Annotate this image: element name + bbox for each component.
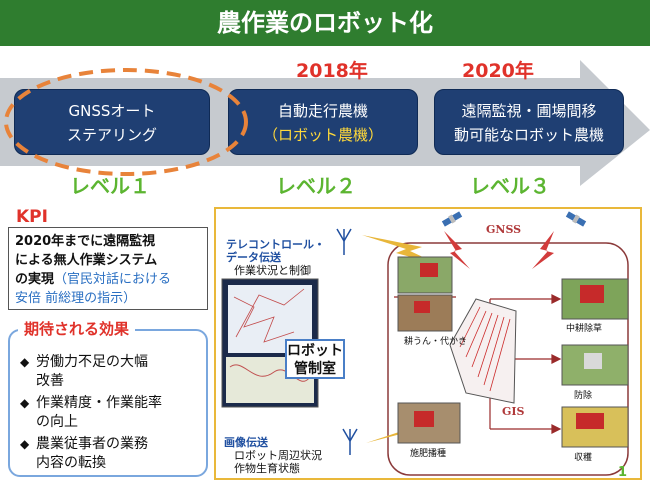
kpi-note2: 安倍 前総理の指示） — [15, 291, 137, 306]
effect-text: 作業精度・作業能率 — [36, 395, 162, 411]
level1-highlight-oval — [4, 68, 248, 176]
page-title: 農作業のロボット化 — [0, 0, 650, 46]
level3-line2: 動可能なロボット農機 — [453, 126, 604, 144]
kpi-line2: による無人作業システム — [15, 253, 158, 268]
level3-box: 遠隔監視・圃場間移 動可能なロボット農機 — [434, 89, 624, 155]
sprayer-icon — [584, 353, 602, 369]
level2-line1: 自動走行農機 — [277, 102, 368, 120]
satellite-icon — [441, 211, 463, 227]
level1-line2: ステアリング — [66, 126, 157, 144]
year-2018: 2018年 — [296, 60, 368, 82]
map-route-line — [229, 364, 311, 382]
kpi-label: KPI — [16, 207, 48, 227]
tele-desc: 作業状況と制御 — [234, 264, 311, 277]
gnss-signal-bolt-icon — [444, 231, 470, 269]
effect-text: 農業従事者の業務 — [36, 436, 148, 452]
tele-title1: テレコントロール・ — [226, 238, 325, 251]
diamond-bullet-icon: ◆ — [20, 396, 30, 410]
kpi-line1: 2020年までに遠隔監視 — [15, 234, 156, 249]
level2-label: レベル２ — [276, 174, 356, 198]
image-desc1: ロボット周辺状況 — [234, 449, 322, 462]
task-harvest: 収穫 — [574, 453, 593, 463]
kpi-line3-row: の実現（官民対話における — [15, 270, 201, 289]
year-2020: 2020年 — [462, 60, 534, 82]
level1-line1: GNSSオート — [68, 102, 156, 120]
harvester-icon — [576, 413, 604, 429]
gis-label: GIS — [502, 405, 525, 418]
tractor-icon — [414, 301, 430, 313]
effect-text: 改善 — [36, 373, 64, 389]
level1-label: レベル１ — [70, 174, 150, 198]
level2-box: 自動走行農機 （ロボット農機） — [228, 89, 418, 155]
gnss-signal-bolt-icon — [532, 231, 554, 269]
tele-title2: データ伝送 — [226, 251, 281, 264]
level3-label: レベル３ — [470, 174, 550, 198]
robot-control-room-label: ロボット 管制室 — [285, 339, 345, 379]
effect-text: の向上 — [36, 414, 78, 430]
level2-line2: （ロボット農機） — [262, 126, 383, 144]
effect-item: ◆ 労働力不足の大幅改善 — [20, 353, 198, 391]
effect-text: 労働力不足の大幅 — [36, 354, 148, 370]
effect-text: 内容の転換 — [36, 455, 106, 471]
kpi-note1: （官民対話における — [54, 272, 172, 287]
tractor-icon — [414, 411, 434, 427]
effects-box: ◆ 労働力不足の大幅改善 ◆ 作業精度・作業能率の向上 ◆ 農業従事者の業務内容… — [8, 329, 208, 477]
task-seeding: 施肥播種 — [410, 449, 447, 459]
satellite-icon — [565, 211, 587, 227]
robot-label-line1: ロボット — [287, 343, 343, 359]
effects-title: 期待される効果 — [18, 318, 136, 339]
task-spraying: 防除 — [574, 391, 593, 401]
field-map — [449, 298, 517, 404]
page-number: 1 — [618, 465, 628, 480]
diamond-bullet-icon: ◆ — [20, 355, 30, 369]
level3-line1: 遠隔監視・圃場間移 — [461, 102, 597, 120]
robot-label-line2: 管制室 — [294, 361, 336, 377]
effect-item: ◆ 農業従事者の業務内容の転換 — [20, 435, 198, 473]
antenna-icon-bottom — [342, 428, 358, 455]
effect-item: ◆ 作業精度・作業能率の向上 — [20, 394, 198, 432]
task-weeding: 中耕除草 — [566, 324, 603, 334]
gnss-label: GNSS — [486, 223, 522, 236]
map-plot-graphic — [233, 288, 305, 343]
image-title: 画像伝送 — [224, 436, 268, 449]
level1-box: GNSSオート ステアリング — [14, 89, 210, 155]
task-tillage: 耕うん・代かき — [404, 337, 468, 347]
diamond-bullet-icon: ◆ — [20, 437, 30, 451]
image-desc2: 作物生育状態 — [234, 462, 300, 475]
system-diagram-graphics — [221, 211, 629, 476]
tractor-icon — [420, 263, 438, 277]
kpi-line3: の実現 — [15, 272, 55, 287]
robot-path-lines — [459, 306, 511, 392]
antenna-icon-top — [336, 228, 352, 255]
tractor-icon — [580, 285, 604, 303]
kpi-box: 2020年までに遠隔監視 による無人作業システム の実現（官民対話における 安倍… — [8, 227, 208, 310]
